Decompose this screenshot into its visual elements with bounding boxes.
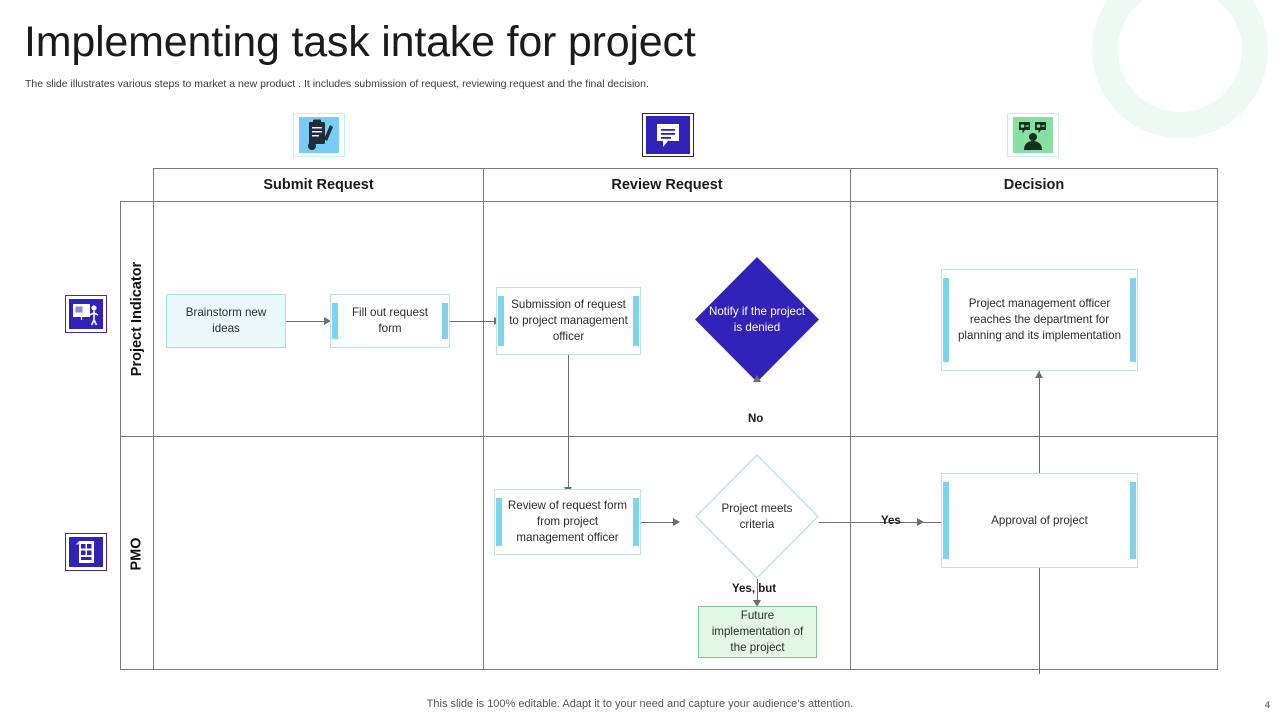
- arrowhead-up: [752, 375, 761, 382]
- node-review-of-request-form[interactable]: Review of request form from project mana…: [494, 489, 641, 555]
- column-header-row: Submit Request Review Request Decision: [153, 168, 1218, 202]
- column-divider-2: [850, 202, 851, 669]
- connector-fill-form-to-submission: [450, 321, 494, 322]
- column-header-submit-request: Submit Request: [154, 169, 484, 201]
- lane-label-project-indicator: Project Indicator: [121, 202, 153, 436]
- arrowhead-right: [917, 517, 924, 526]
- page-subtitle: The slide illustrates various steps to m…: [25, 78, 649, 90]
- document-list-icon: [65, 533, 107, 571]
- edge-label-yes-but: Yes, but: [732, 583, 777, 595]
- connector-review-to-criteria: [641, 522, 673, 523]
- connector-brainstorm-to-fill-form: [286, 321, 324, 322]
- edge-label-no: No: [748, 413, 764, 425]
- presentation-board-icon: [65, 295, 107, 333]
- connector-criteria-to-approval: [819, 522, 979, 523]
- connector-submission-to-review: [568, 355, 569, 492]
- arrowhead-up: [1034, 371, 1043, 378]
- page-number: 4: [1264, 700, 1270, 711]
- node-pmo-reaches-department[interactable]: Project management officer reaches the d…: [941, 269, 1138, 371]
- column-header-review-request: Review Request: [484, 169, 851, 201]
- node-future-implementation[interactable]: Future implementation of the project: [698, 606, 817, 658]
- arrowhead-down: [752, 600, 761, 607]
- clipboard-pen-icon: [293, 113, 345, 157]
- lane-label-divider: [153, 202, 154, 669]
- people-discussion-icon: [1007, 113, 1059, 157]
- lane-label-text: PMO: [129, 537, 145, 571]
- page-title: Implementing task intake for project: [24, 18, 696, 66]
- node-notify-if-project-denied[interactable]: Notify if the project is denied: [695, 257, 819, 382]
- lane-label-text: Project Indicator: [129, 261, 146, 377]
- connector-criteria-to-future-impl: [757, 579, 758, 605]
- footer-note: This slide is 100% editable. Adapt it to…: [426, 698, 854, 710]
- column-header-decision: Decision: [1003, 177, 1065, 193]
- node-label: Project meets criteria: [721, 501, 793, 531]
- arrowhead-right: [673, 517, 680, 526]
- lane-label-pmo: PMO: [121, 437, 153, 671]
- node-submission-of-request[interactable]: Submission of request to project managem…: [496, 287, 641, 355]
- edge-label-yes: Yes: [881, 515, 901, 527]
- column-divider-1: [483, 202, 484, 669]
- arrowhead-right: [324, 316, 331, 325]
- node-brainstorm-new-ideas[interactable]: Brainstorm new ideas: [166, 294, 286, 348]
- node-fill-out-request-form[interactable]: Fill out request form: [330, 294, 450, 348]
- decorative-ring: [1092, 0, 1268, 138]
- speech-bubble-icon: [642, 113, 694, 157]
- node-label: Notify if the project is denied: [708, 304, 805, 334]
- node-project-meets-criteria[interactable]: Project meets criteria: [695, 454, 819, 579]
- swimlane-table: Project Indicator PMO Brainstorm new ide…: [120, 201, 1218, 674]
- lane-divider: [121, 436, 1217, 437]
- node-approval-of-project[interactable]: Approval of project: [941, 473, 1138, 568]
